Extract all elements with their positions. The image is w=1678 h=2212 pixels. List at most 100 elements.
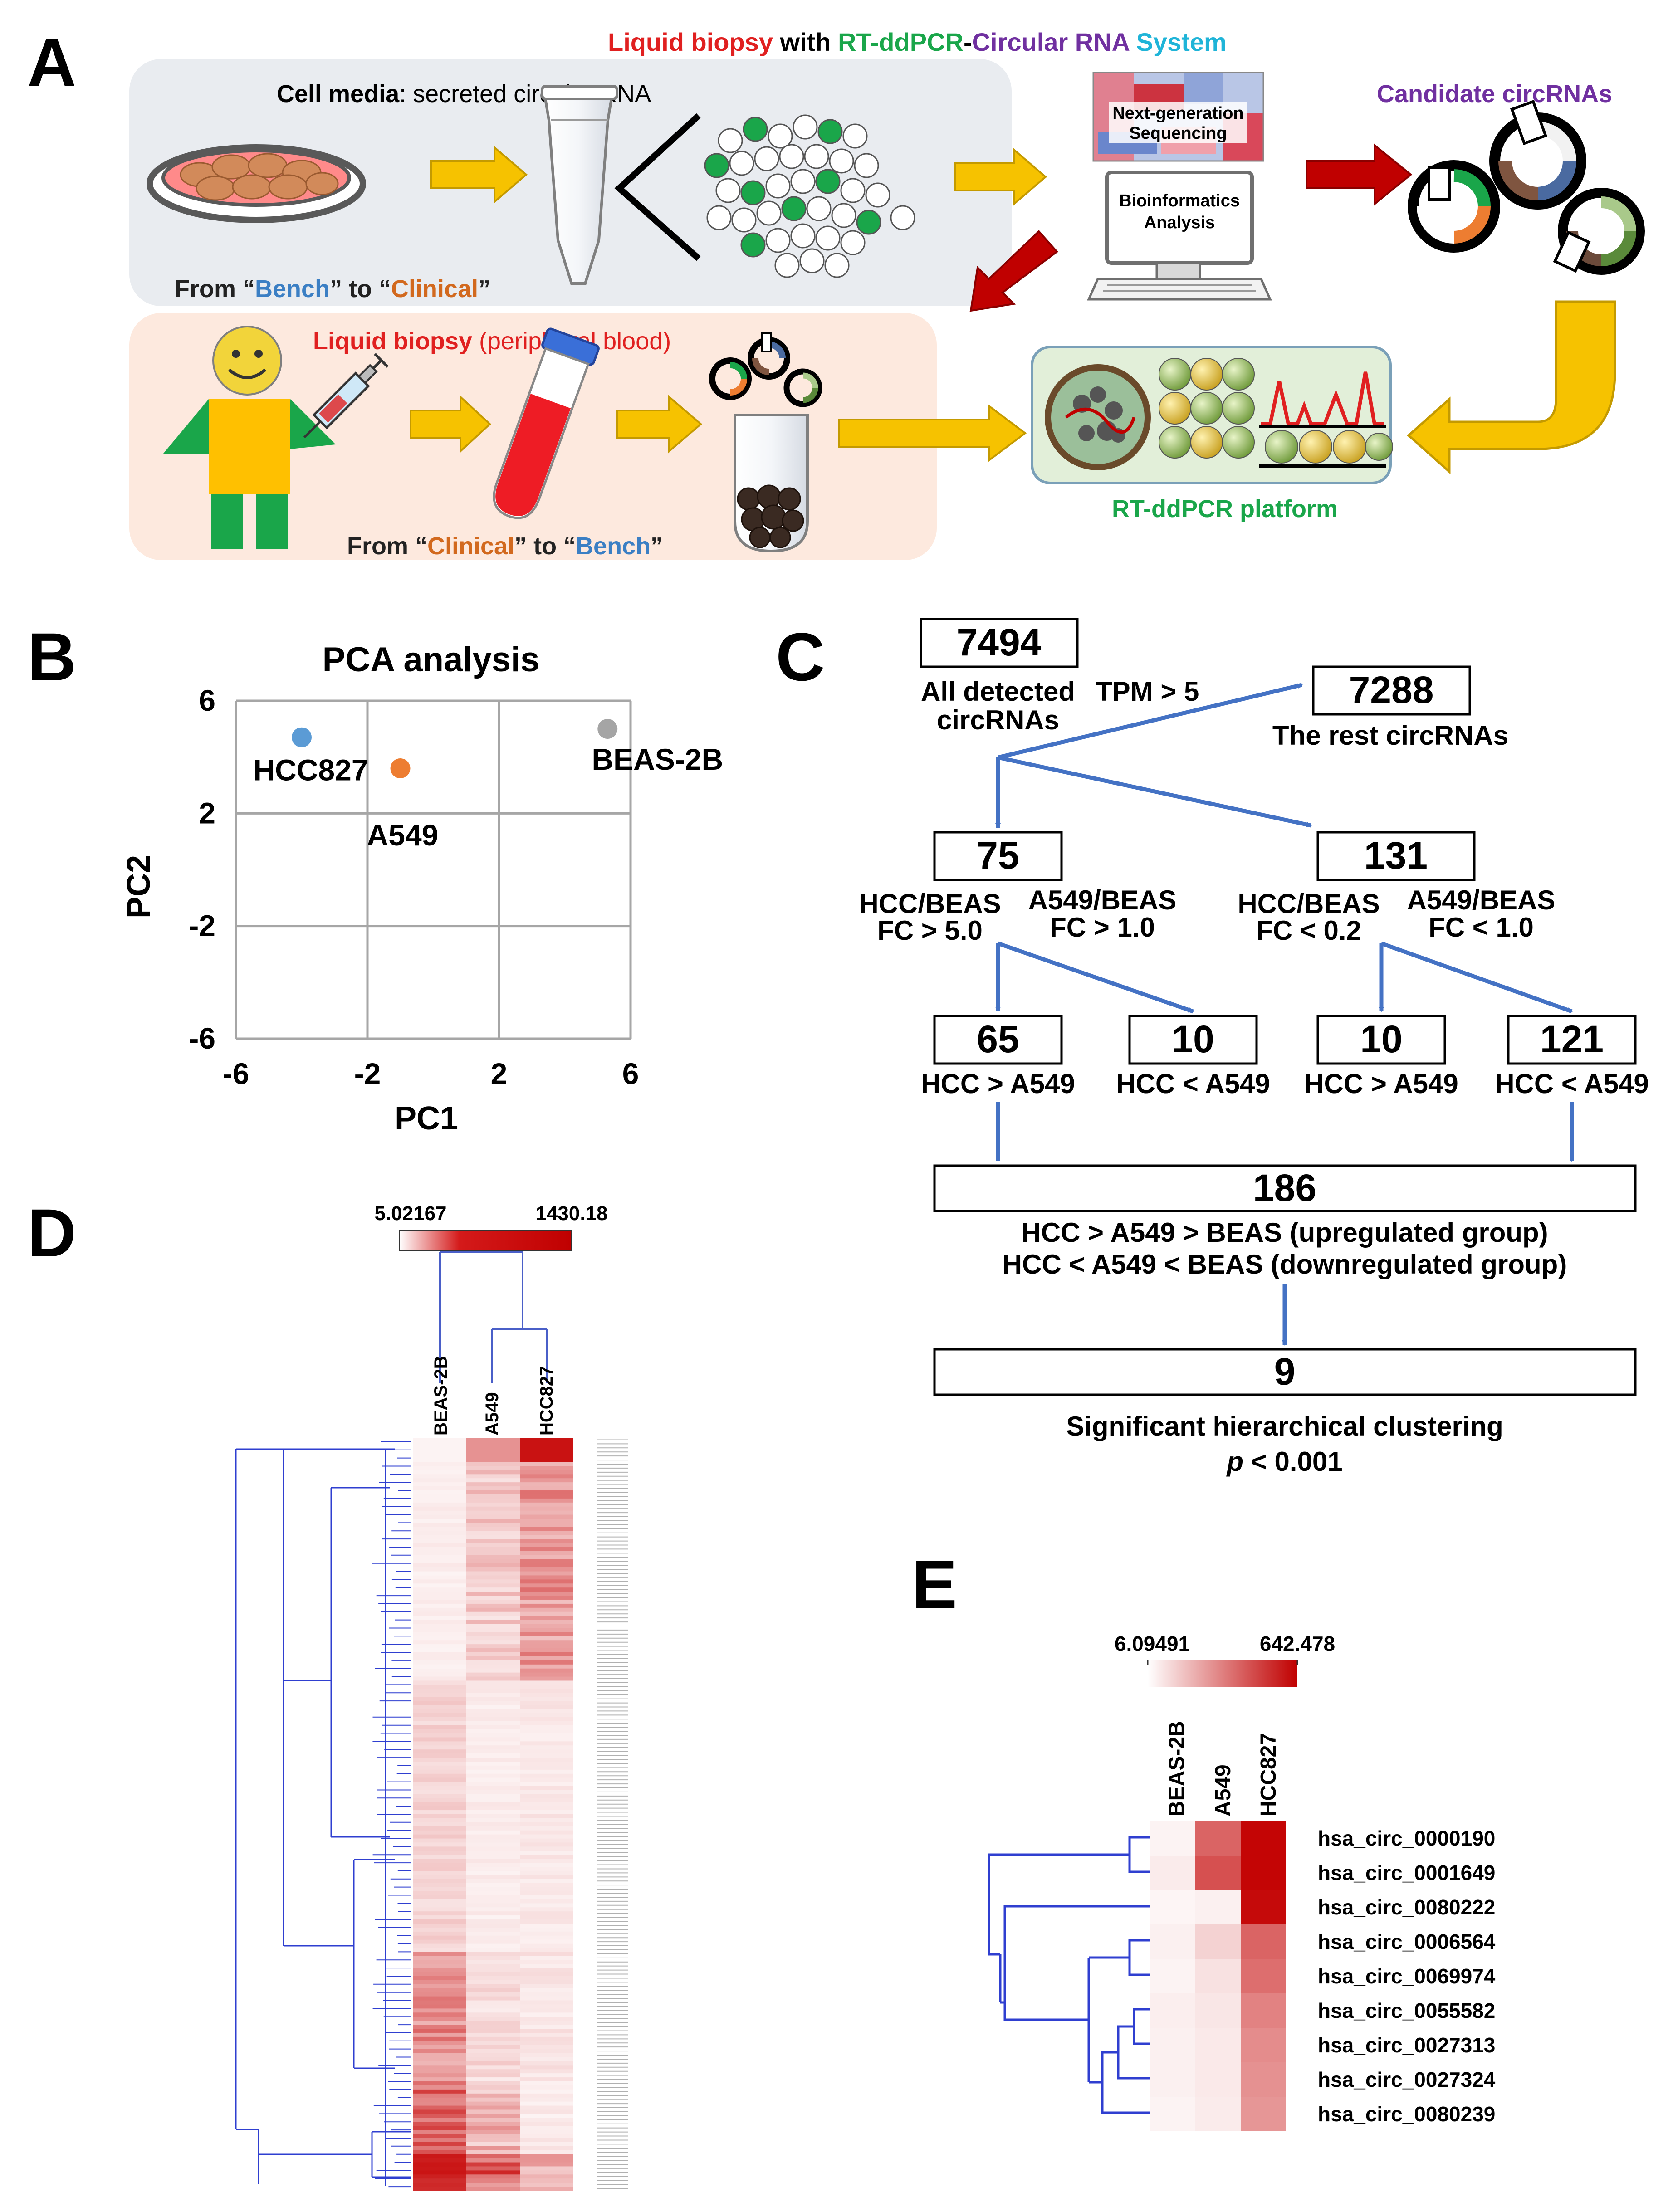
pca-point-label: HCC827: [253, 753, 368, 787]
d-heat-cell: [520, 1616, 573, 1621]
d-heat-cell: [413, 2114, 466, 2118]
d-heat-cell: [466, 1494, 520, 1499]
d-heat-cell: [413, 1523, 466, 1527]
d-column-dendrogram: [439, 1251, 548, 1383]
d-heat-cell: [413, 1510, 466, 1515]
d-heat-cell: [413, 1599, 466, 1604]
d-heat-cell: [466, 1725, 520, 1730]
panel-a-title: Liquid biopsy with RT-ddPCR-Circular RNA…: [608, 28, 1227, 56]
d-dendro-branches: [283, 1449, 395, 2069]
d-heat-cell: [413, 1559, 466, 1564]
e-heat-cell: [1150, 1890, 1195, 1924]
circrna-circles: [704, 114, 915, 278]
d-heat-cell: [413, 2150, 466, 2155]
d-heat-cell: [520, 1729, 573, 1734]
bioinf-label-2: Analysis: [1144, 213, 1215, 232]
e-heat-cell: [1195, 2097, 1241, 2131]
d-heat-cell: [413, 2065, 466, 2070]
d-heat-cell: [466, 1842, 520, 1847]
d-heat-cell: [413, 1514, 466, 1519]
d-heat-cell: [466, 2029, 520, 2033]
d-heat-cell: [520, 1514, 573, 1519]
d-heat-cell: [413, 1830, 466, 1835]
merged-caption-1: HCC > A549 > BEAS (upregulated group): [1021, 1217, 1548, 1248]
d-heat-cell: [413, 1693, 466, 1697]
d-heat-cell: [520, 2041, 573, 2046]
e-scale-max: 642.478: [1260, 1632, 1335, 1655]
d-heat-cell: [413, 2162, 466, 2167]
d-heat-cell: [413, 1903, 466, 1908]
d-heat-cell: [520, 2170, 573, 2175]
arrow-to-ngs: [954, 147, 1047, 206]
d-heat-cell: [413, 1879, 466, 1884]
e-heat-cell: [1150, 1993, 1195, 2028]
d-heat-cell: [413, 1960, 466, 1964]
d-heat-cell: [520, 2138, 573, 2143]
fb-clinical: Clinical: [391, 275, 478, 303]
d-heat-cell: [413, 1587, 466, 1592]
d-heat-cell: [466, 2170, 520, 2175]
d-heat-cell: [413, 2017, 466, 2021]
d-heat-cell: [466, 1693, 520, 1697]
d-heat-cell: [413, 1607, 466, 1612]
d-heat-cell: [466, 1441, 520, 1446]
d-heat-cell: [413, 1745, 466, 1750]
d-scale-min: 5.02167: [374, 1202, 446, 1225]
d-heat-cell: [520, 2130, 573, 2134]
d-heat-cell: [466, 1907, 520, 1912]
d-heat-cell: [520, 1603, 573, 1608]
d-heat-cell: [466, 2004, 520, 2009]
d-heat-cell: [520, 1794, 573, 1798]
blood-tube-icon: [493, 327, 600, 519]
d-heat-cell: [413, 1539, 466, 1543]
panel-c-letter: C: [776, 619, 825, 695]
d-heat-cell: [466, 2081, 520, 2086]
d-heat-cell: [413, 1672, 466, 1677]
d-heat-cell: [413, 2146, 466, 2151]
d-heat-cell: [466, 1506, 520, 1511]
leaf-count-2: 10: [1172, 1018, 1214, 1060]
d-heat-cell: [413, 1680, 466, 1685]
d-heat-cell: [466, 2025, 520, 2029]
d-heat-cell: [413, 1498, 466, 1503]
d-heat-cell: [466, 1749, 520, 1754]
droplet-icon: [1045, 364, 1151, 470]
d-heat-cell: [520, 1640, 573, 1645]
d-heat-cell: [413, 2105, 466, 2110]
pca-point-label: BEAS-2B: [592, 742, 723, 776]
e-heat-cell: [1241, 1959, 1286, 1993]
pca-point: [597, 719, 618, 739]
e-row-label: hsa_circ_0027313: [1318, 2033, 1495, 2057]
d-heat-cell: [466, 1741, 520, 1746]
d-heat-cell: [466, 1761, 520, 1766]
d-heat-cell: [413, 1458, 466, 1463]
e-heat-cell: [1150, 2097, 1195, 2131]
d-heat-cell: [466, 1652, 520, 1657]
merged-caption-2: HCC < A549 < BEAS (downregulated group): [1003, 1249, 1567, 1279]
d-heat-cell: [413, 1980, 466, 1985]
d-heat-cell: [520, 1519, 573, 1523]
d-heat-cell: [413, 1769, 466, 1774]
d-heat-cell: [520, 1939, 573, 1944]
d-heat-cell: [520, 2065, 573, 2070]
d-heat-cell: [413, 1611, 466, 1616]
d-heat-cell: [520, 1636, 573, 1641]
e-row-label: hsa_circ_0001649: [1318, 1861, 1495, 1885]
d-heat-cell: [413, 2154, 466, 2159]
title-rtddpcr: RT-ddPCR: [838, 28, 964, 56]
d-heat-cell: [520, 2032, 573, 2037]
d-heat-cell: [466, 2041, 520, 2046]
d-heat-cell: [413, 1814, 466, 1819]
d-heat-cell: [520, 1927, 573, 1932]
d-heat-cell: [413, 1939, 466, 1944]
d-heat-cell: [466, 2021, 520, 2025]
d-heat-cell: [520, 1531, 573, 1535]
d-heat-cell: [466, 1478, 520, 1483]
d-heat-cell: [413, 2158, 466, 2163]
d-heat-cell: [466, 1879, 520, 1884]
d-heat-cell: [413, 1668, 466, 1673]
d-heat-cell: [466, 1607, 520, 1612]
d-heat-cell: [466, 1510, 520, 1515]
d-heat-cell: [413, 1486, 466, 1491]
syringe-icon: [303, 353, 389, 439]
